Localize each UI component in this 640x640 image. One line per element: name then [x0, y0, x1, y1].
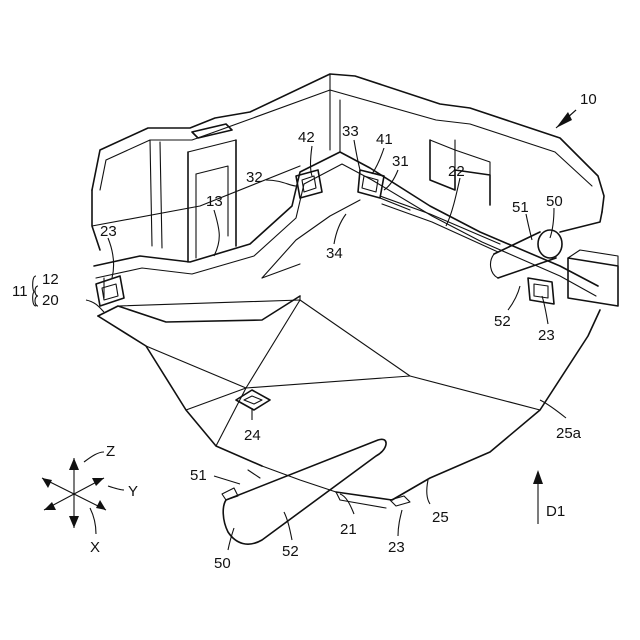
reference-labels: 10 11 12 20 13 23 32 42 33 41 31 22 34 5… [12, 91, 597, 572]
label-50-right: 50 [546, 193, 563, 210]
label-25a: 25a [556, 425, 582, 442]
label-24: 24 [244, 427, 261, 444]
label-23-bottom: 23 [388, 539, 405, 556]
label-51-bottom: 51 [190, 467, 207, 484]
label-32: 32 [246, 169, 263, 186]
label-d1: D1 [546, 503, 565, 520]
label-10: 10 [580, 91, 597, 108]
tube-right [491, 230, 562, 278]
coordinate-axes [42, 452, 124, 534]
label-25: 25 [432, 509, 449, 526]
label-21: 21 [340, 521, 357, 538]
lock-23-right [528, 278, 554, 304]
label-20: 20 [42, 292, 59, 309]
axis-label-z: Z [106, 443, 115, 460]
lock-24 [236, 390, 270, 410]
case-seam [94, 152, 598, 296]
label-23-left: 23 [100, 223, 117, 240]
label-23-right: 23 [538, 327, 555, 344]
label-50-bottom: 50 [214, 555, 231, 572]
label-52-bottom: 52 [282, 543, 299, 560]
label-42: 42 [298, 129, 315, 146]
axis-label-y: Y [128, 483, 138, 500]
label-51-right: 51 [512, 199, 529, 216]
lock-23-bottom [390, 496, 410, 506]
leader-lines [35, 110, 576, 550]
label-11: 11 [12, 283, 28, 300]
label-52-right: 52 [494, 313, 511, 330]
label-31: 31 [392, 153, 409, 170]
lock-32-42 [296, 170, 322, 198]
label-12: 12 [42, 271, 59, 288]
label-22: 22 [448, 163, 465, 180]
axis-labels: Z Y X [90, 443, 138, 556]
lock-23-left [96, 276, 124, 306]
label-34: 34 [326, 245, 343, 262]
label-41: 41 [376, 131, 393, 148]
axis-label-x: X [90, 539, 100, 556]
lower-case-body [98, 196, 600, 508]
tube-bottom [222, 439, 386, 544]
direction-arrow-d1 [533, 470, 543, 524]
label-13: 13 [206, 193, 223, 210]
label-33: 33 [342, 123, 359, 140]
